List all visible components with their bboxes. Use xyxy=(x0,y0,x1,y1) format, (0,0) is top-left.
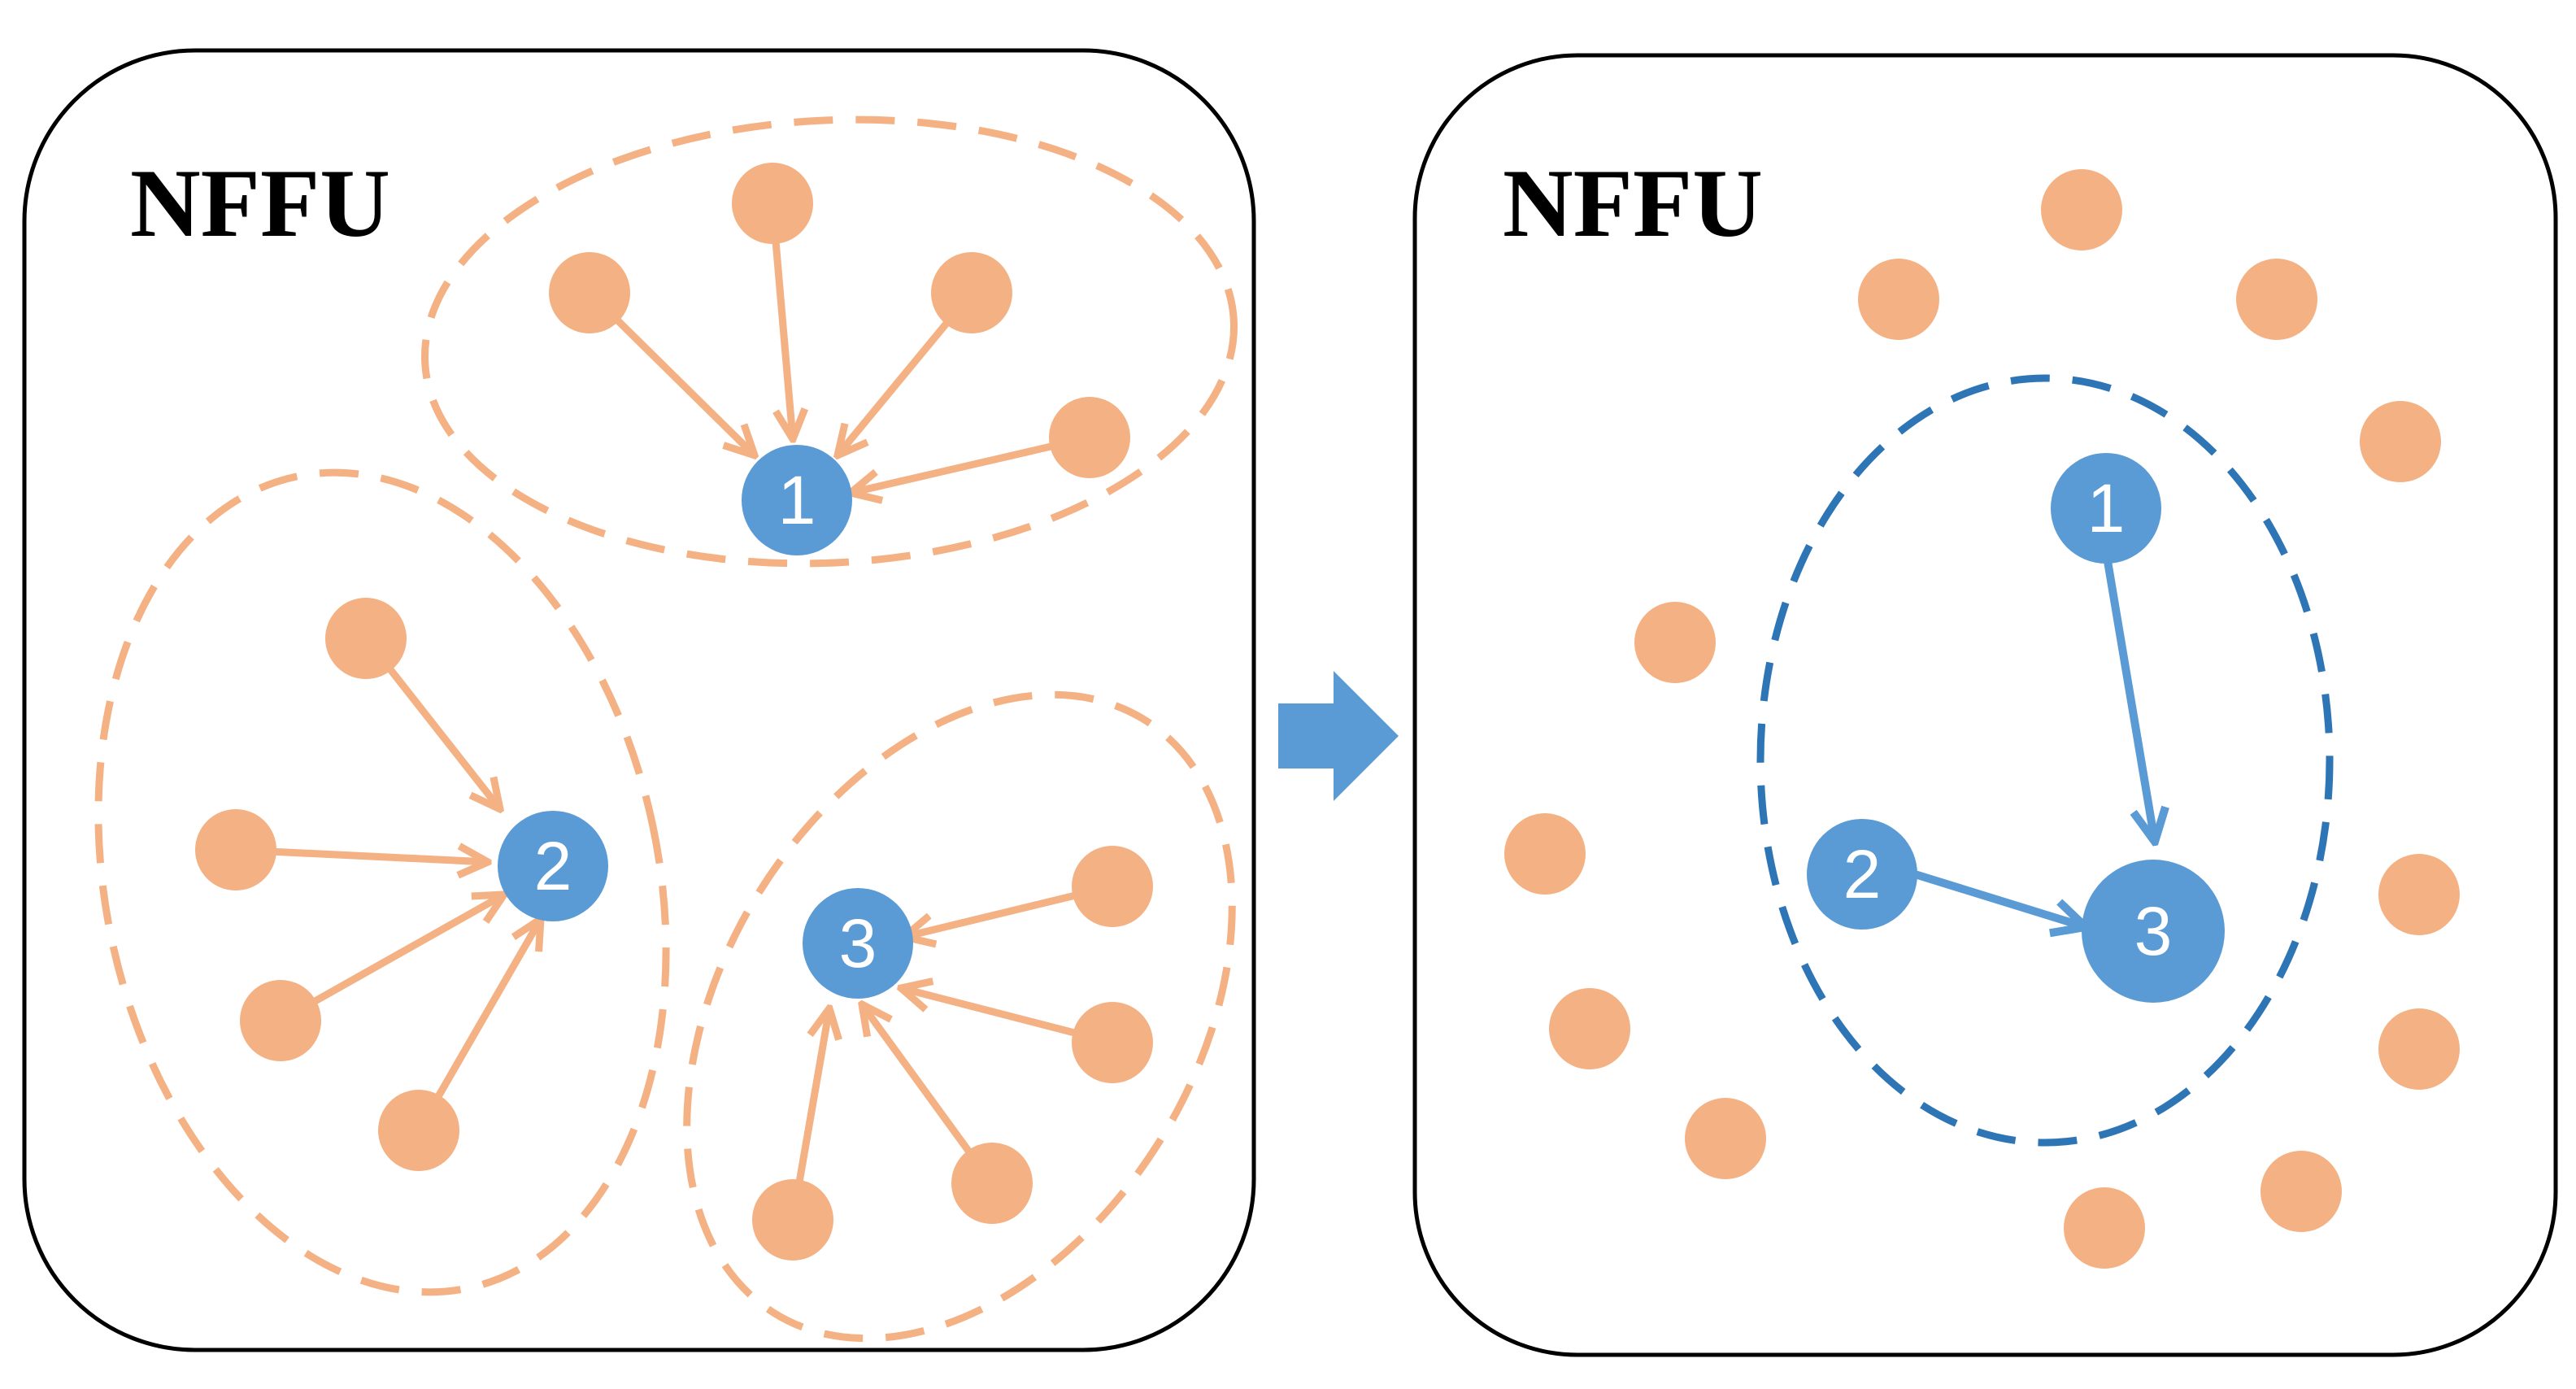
peer-node xyxy=(2041,169,2122,250)
peer-node xyxy=(1549,988,1630,1069)
right-panel: NFFU 1 2 3 xyxy=(1412,53,2558,1357)
hub-node-1 xyxy=(742,445,852,555)
peer-node xyxy=(2360,401,2441,482)
left-panel-title: NFFU xyxy=(130,149,390,257)
peer-node xyxy=(1049,397,1130,478)
cluster-3: 3 xyxy=(683,690,1236,1343)
cluster-1: 1 xyxy=(420,115,1238,568)
hub-node-2 xyxy=(498,811,608,921)
hub-group-boundary xyxy=(1756,374,2334,1147)
peer-node-group xyxy=(1504,169,2460,1269)
peer-node xyxy=(951,1143,1033,1224)
hub-node-1 xyxy=(2051,453,2161,564)
peer-node xyxy=(1072,846,1153,927)
cluster-2-link xyxy=(235,850,488,862)
hub-node-3 xyxy=(2082,860,2225,1003)
cluster-3-boundary xyxy=(683,690,1236,1343)
peer-node xyxy=(2378,854,2460,935)
peer-node xyxy=(1685,1098,1766,1179)
peer-node xyxy=(2378,1008,2460,1090)
hub-node-1-label: 1 xyxy=(778,462,816,538)
hub-group: 1 2 3 xyxy=(1756,374,2334,1147)
peer-node xyxy=(752,1179,833,1261)
peer-node xyxy=(195,809,276,890)
right-panel-title: NFFU xyxy=(1503,149,1763,257)
hub-node-3 xyxy=(803,888,913,999)
hub-link-1-3 xyxy=(2104,560,2155,842)
peer-node xyxy=(1858,259,1939,340)
hub-node-2 xyxy=(1807,819,1917,930)
hub-node-3-label: 3 xyxy=(2134,893,2173,969)
peer-node xyxy=(378,1090,459,1171)
hub-node-1-label: 1 xyxy=(2087,470,2126,546)
left-panel: NFFU 1 2 xyxy=(22,48,1256,1352)
peer-node xyxy=(2261,1151,2342,1232)
hub-node-2-label: 2 xyxy=(534,828,572,904)
cluster-1-link xyxy=(851,433,1091,493)
peer-node xyxy=(2236,259,2317,340)
peer-node xyxy=(1072,1002,1153,1083)
peer-node xyxy=(1504,813,1586,895)
peer-node xyxy=(1634,602,1716,683)
peer-node xyxy=(732,163,813,244)
cluster-2-link xyxy=(278,895,504,1024)
hub-link-2-3 xyxy=(1913,870,2086,927)
peer-node xyxy=(325,598,407,679)
peer-node xyxy=(931,252,1012,333)
peer-node xyxy=(549,252,630,333)
hub-node-2-label: 2 xyxy=(1843,836,1882,912)
left-panel-frame xyxy=(22,48,1256,1352)
cluster-2-link xyxy=(416,919,541,1133)
hub-node-3-label: 3 xyxy=(839,905,877,982)
peer-node xyxy=(2064,1187,2145,1269)
cluster-2: 2 xyxy=(94,468,670,1296)
arrow-right-icon xyxy=(1278,671,1399,801)
cluster-1-boundary xyxy=(420,115,1238,568)
right-panel-frame xyxy=(1412,53,2558,1357)
cluster-2-boundary xyxy=(94,468,670,1296)
peer-node xyxy=(240,980,321,1061)
